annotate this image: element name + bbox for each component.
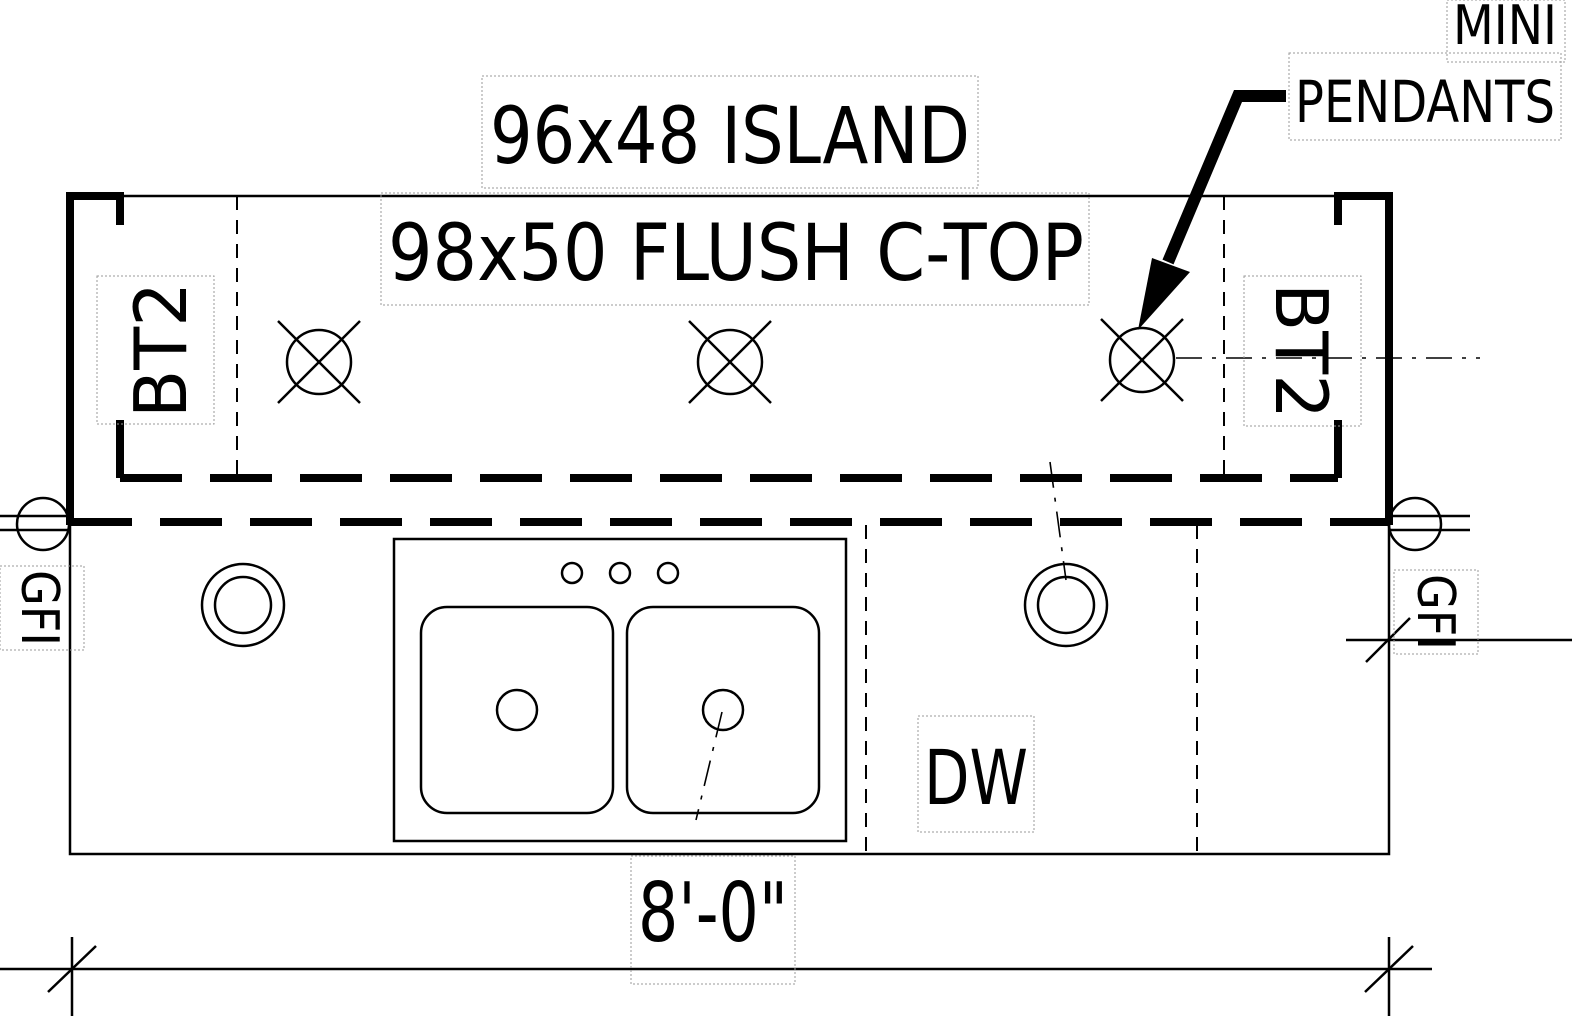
countertop-label: 98x50 FLUSH C-TOP bbox=[388, 209, 1084, 299]
pendant-light-3 bbox=[1100, 318, 1184, 402]
light-leader-line bbox=[1049, 461, 1067, 581]
pendant-light-2 bbox=[688, 320, 772, 404]
pendant-light-1 bbox=[277, 320, 361, 404]
base-cabinets bbox=[0, 514, 1470, 856]
pendants-label-line1: MINI bbox=[1453, 0, 1557, 57]
dishwasher-label: DW bbox=[924, 733, 1028, 822]
recessed-light-right bbox=[1023, 562, 1109, 648]
outlet-left-icon bbox=[15, 496, 71, 552]
gfi-left-label: GFI bbox=[9, 570, 69, 646]
bt2-right-label: BT2 bbox=[1259, 283, 1343, 419]
dimension-line bbox=[0, 937, 1432, 1016]
countertop-edges bbox=[120, 194, 1338, 478]
pendants-arrow bbox=[1138, 90, 1286, 330]
right-wall-line bbox=[1346, 617, 1572, 663]
recessed-light-left bbox=[200, 562, 286, 648]
island-outline bbox=[66, 192, 1393, 526]
bt2-left-label: BT2 bbox=[119, 282, 203, 418]
dimension-label: 8'-0" bbox=[638, 866, 788, 961]
outlet-right-icon bbox=[1387, 496, 1443, 552]
pendants-label-line2: PENDANTS bbox=[1295, 68, 1555, 136]
gfi-right-label: GFI bbox=[1405, 574, 1465, 650]
island-label: 96x48 ISLAND bbox=[490, 92, 970, 182]
sink bbox=[392, 537, 848, 843]
